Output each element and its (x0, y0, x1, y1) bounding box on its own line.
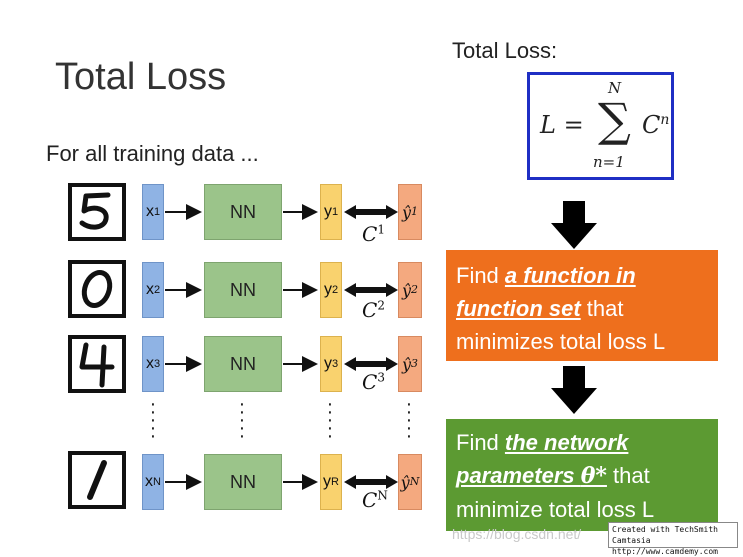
down-arrow-icon (551, 366, 597, 414)
cost-label: CN (362, 488, 388, 512)
cost-label: C3 (362, 370, 385, 394)
ellipsis-dots-icon: ····· (149, 393, 157, 447)
watermark-text: https://blog.csdn.net/ (452, 526, 582, 542)
cost-label: C1 (362, 222, 385, 246)
down-arrow-icon (551, 201, 597, 249)
total-loss-label: Total Loss: (452, 38, 558, 63)
digit-image (68, 260, 126, 318)
nn-block: NN (204, 262, 282, 318)
sum-symbol-icon: ∑ (598, 93, 631, 147)
ellipsis-dots-icon: ····· (326, 393, 334, 447)
subtitle: For all training data ... (46, 141, 259, 166)
sum-upper: N (608, 79, 622, 97)
sum-lower: n=1 (593, 153, 625, 171)
digit-image (68, 335, 126, 393)
double-arrow-icon (344, 205, 398, 219)
formula-lhs: L = (540, 111, 584, 139)
nn-block: NN (204, 184, 282, 240)
total-loss-formula: L = ∑ N n=1 Cn (527, 72, 674, 180)
double-arrow-icon (344, 475, 398, 489)
formula-term: Cn (642, 111, 670, 139)
double-arrow-icon (344, 357, 398, 371)
digit-image (68, 451, 126, 509)
slide-title: Total Loss (55, 56, 227, 98)
ellipsis-dots-icon: ····· (405, 393, 413, 447)
step-find-parameters: Find the network parameters θ* that mini… (446, 419, 718, 531)
ellipsis-dots-icon: ····· (238, 393, 246, 447)
digit-image (68, 183, 126, 241)
step-find-function: Find a function in function set that min… (446, 250, 718, 361)
cost-label: C2 (362, 298, 385, 322)
camtasia-badge: Created with TechSmith Camtasia http://w… (608, 522, 738, 556)
nn-block: NN (204, 336, 282, 392)
double-arrow-icon (344, 283, 398, 297)
nn-block: NN (204, 454, 282, 510)
